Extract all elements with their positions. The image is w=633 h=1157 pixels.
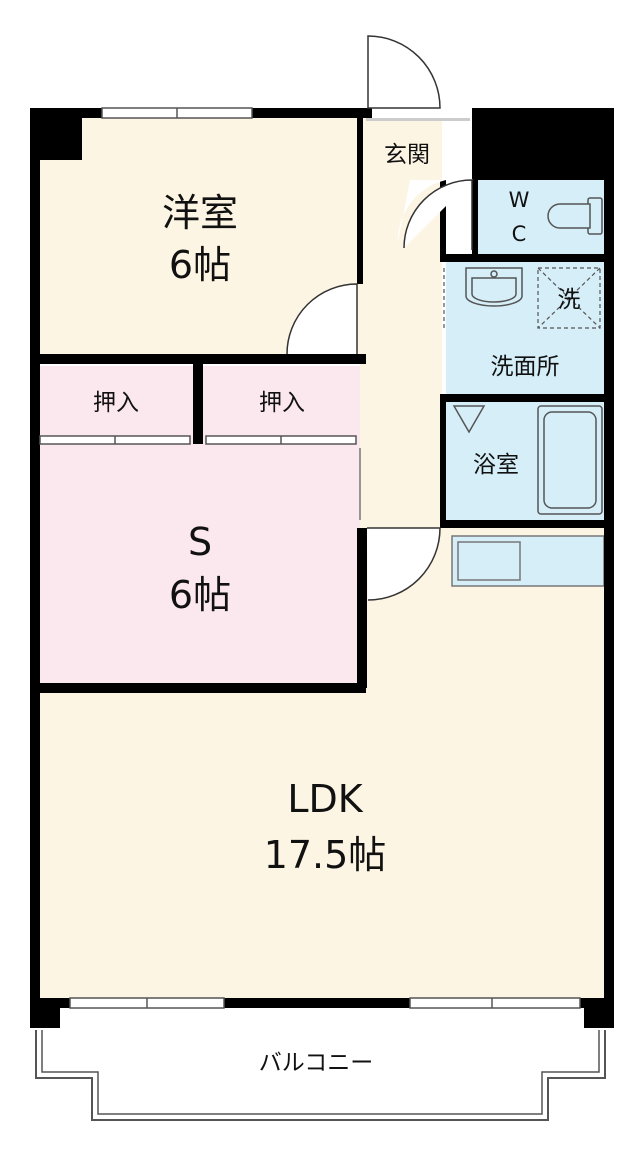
western-room-size: 6帖 xyxy=(169,243,231,287)
room-labels: 洋室 6帖 押入 押入 S 6帖 LDK 17.5帖 玄関 W C 洗 洗面所 … xyxy=(93,142,581,1076)
entrance-label: 玄関 xyxy=(384,142,430,168)
service-room-size: 6帖 xyxy=(169,573,231,617)
washbasin-icon xyxy=(465,267,523,307)
ldk-size: 17.5帖 xyxy=(264,833,387,877)
bathtub-icon xyxy=(452,405,603,515)
hallway-floor xyxy=(360,118,442,528)
wc-label-w: W xyxy=(509,188,530,212)
bath-label: 浴室 xyxy=(473,452,519,478)
service-room-name: S xyxy=(188,520,212,564)
ldk-name: LDK xyxy=(287,777,363,821)
doors xyxy=(286,35,474,601)
closet-left-floor xyxy=(38,366,194,442)
interior-walls xyxy=(38,118,612,693)
balcony-label: バルコニー xyxy=(259,1050,374,1076)
closet-right-floor xyxy=(203,366,360,442)
wc-label-c: C xyxy=(512,222,527,246)
closet-left-label: 押入 xyxy=(93,390,139,416)
closet-doors xyxy=(39,435,357,445)
washroom-label: 洗面所 xyxy=(491,354,560,380)
service-room-floor-over xyxy=(38,442,360,686)
balcony-area xyxy=(35,1030,606,1121)
windows xyxy=(69,107,581,1009)
sink xyxy=(457,541,521,581)
western-room-name: 洋室 xyxy=(162,191,238,235)
washer-space-icon xyxy=(537,267,601,329)
closet-right-label: 押入 xyxy=(259,390,305,416)
washer-label: 洗 xyxy=(558,287,581,313)
toilet-icon xyxy=(547,197,603,235)
